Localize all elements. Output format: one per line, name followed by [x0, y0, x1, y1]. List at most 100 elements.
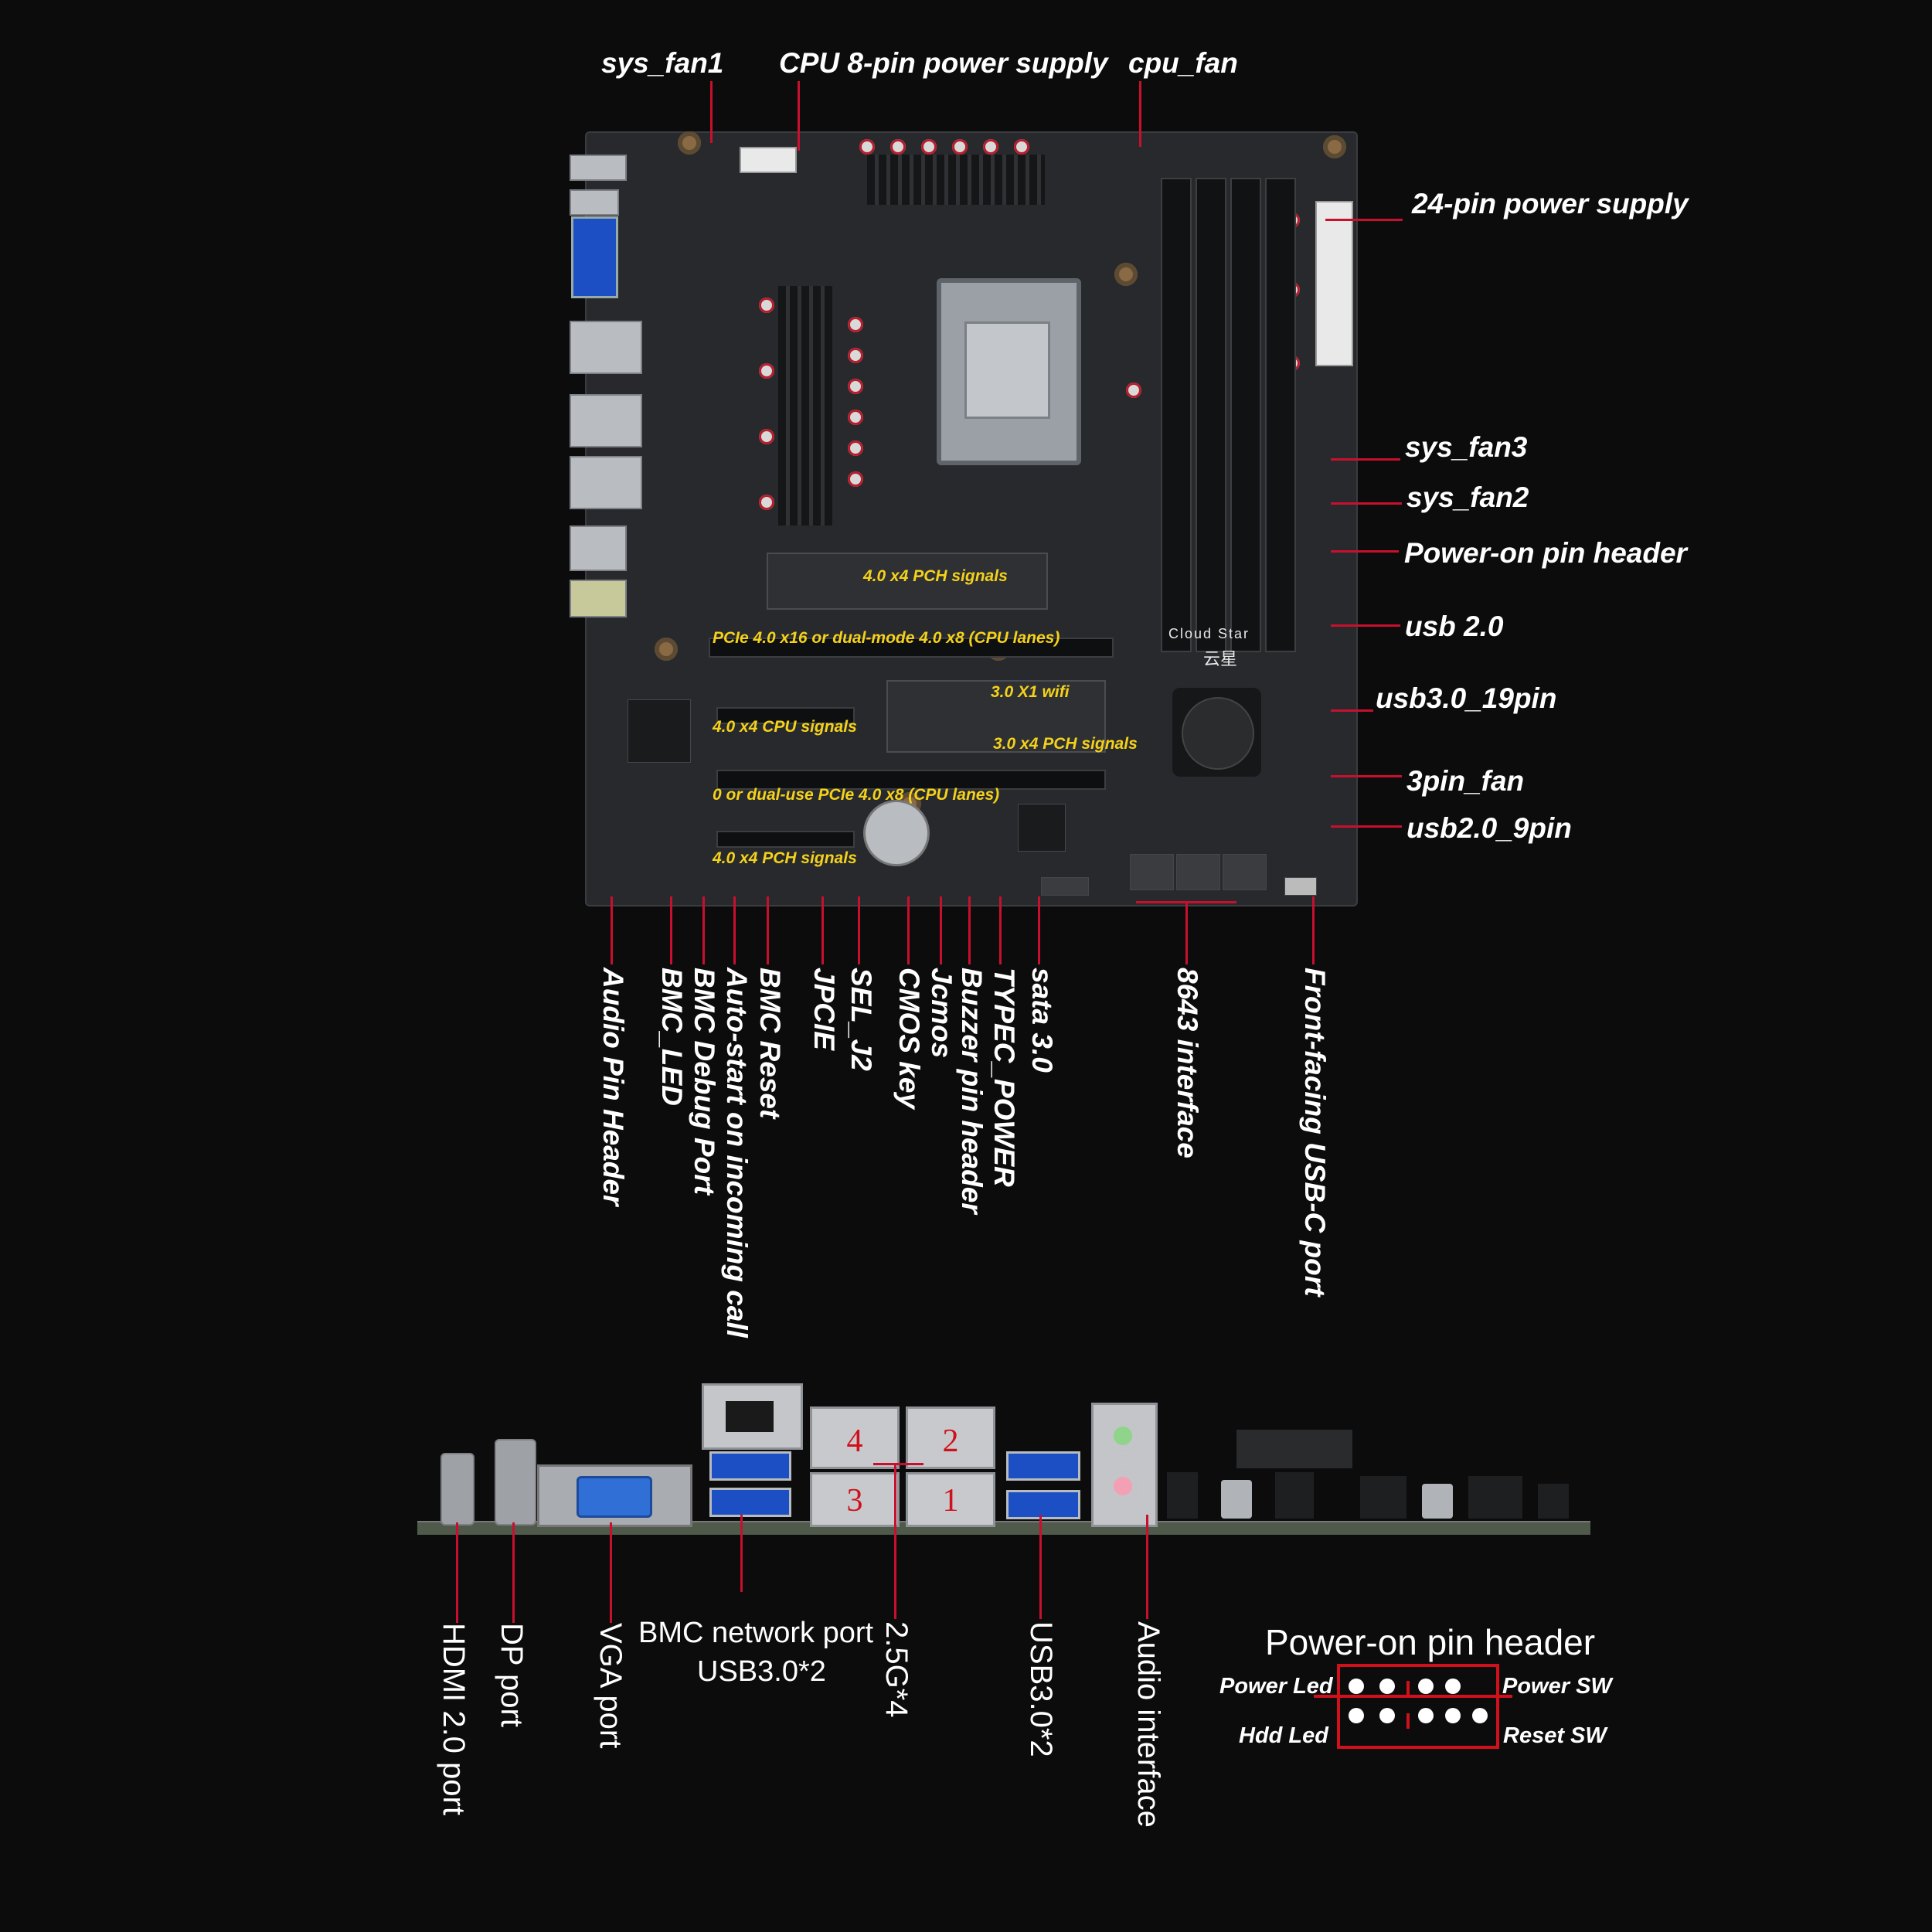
label-hdmi: HDMI 2.0 port	[437, 1623, 471, 1815]
lan-port-number: 2	[942, 1423, 959, 1459]
pin-dot	[1349, 1708, 1364, 1723]
pcie-x16-slot	[709, 638, 1114, 658]
lan-port-2[interactable]: 2	[906, 1406, 995, 1469]
leader-line	[1139, 81, 1141, 147]
label-hdd-led: Hdd Led	[1239, 1723, 1328, 1748]
lan-port-number: 3	[846, 1483, 863, 1519]
label-usb30-19pin: usb3.0_19pin	[1376, 682, 1557, 714]
8643-port	[1176, 854, 1220, 890]
annotation-pch-30-x4: 3.0 x4 PCH signals	[993, 735, 1138, 753]
usb30-port[interactable]	[709, 1488, 791, 1517]
label-usb30x2-right: USB3.0*2	[1024, 1621, 1058, 1757]
motherboard: 4.0 x4 PCH signals PCIe 4.0 x16 or dual-…	[570, 131, 1358, 906]
pin-separator	[1406, 1681, 1410, 1695]
pin-header-box	[1337, 1664, 1499, 1749]
io-port	[570, 321, 642, 374]
label-auto-start: Auto-start on incoming call	[721, 968, 753, 1338]
label-25g: 2.5G*4	[879, 1621, 913, 1718]
vga-connector	[571, 216, 618, 298]
leader-line	[512, 1522, 515, 1623]
label-dp: DP port	[495, 1623, 529, 1727]
pin-dot	[1418, 1708, 1434, 1723]
leader-line	[733, 896, 736, 964]
usb30-port[interactable]	[1006, 1451, 1080, 1481]
label-usb20-9pin: usb2.0_9pin	[1406, 812, 1572, 844]
annotation-pcie-x16: PCIe 4.0 x16 or dual-mode 4.0 x8 (CPU la…	[713, 629, 1060, 647]
pcie-x4-slot-cpu	[716, 707, 855, 724]
lan-port-number: 4	[846, 1423, 863, 1459]
brand-name: Cloud Star	[1168, 626, 1250, 641]
mounting-hole	[1114, 263, 1138, 286]
leader-line	[740, 1515, 743, 1592]
leader-line	[1038, 896, 1040, 964]
leader-line	[702, 896, 705, 964]
8643-port	[1130, 854, 1174, 890]
label-8643: 8643 interface	[1172, 968, 1203, 1158]
sata-port	[1041, 877, 1089, 896]
label-front-usbc: Front-facing USB-C port	[1299, 968, 1331, 1297]
label-sys-fan3: sys_fan3	[1405, 431, 1528, 463]
leader-line	[456, 1522, 458, 1623]
label-bmc-reset: BMC Reset	[754, 968, 786, 1119]
lan-port-3[interactable]: 3	[810, 1472, 900, 1527]
leader-line	[611, 896, 613, 964]
lan-port-4[interactable]: 4	[810, 1406, 900, 1469]
annotation-dual-use: 0 or dual-use PCIe 4.0 x8 (CPU lanes)	[713, 786, 1000, 804]
dimm-slot	[1230, 178, 1261, 652]
pcie-x8-slot	[716, 770, 1106, 790]
label-cpu-fan: cpu_fan	[1128, 47, 1238, 79]
leader-line	[1146, 1515, 1148, 1619]
pin-header-title: Power-on pin header	[1265, 1622, 1596, 1662]
leader-line	[907, 896, 910, 964]
label-sel-j2: SEL_J2	[845, 968, 877, 1071]
dimm-slot	[1196, 178, 1226, 652]
hdmi-port	[440, 1453, 474, 1526]
leader-line	[1312, 896, 1315, 964]
pin-separator	[1406, 1713, 1410, 1729]
usbc-front-port	[1284, 877, 1317, 896]
label-power-on-header: Power-on pin header	[1404, 537, 1687, 569]
leader-line	[999, 896, 1002, 964]
io-port	[570, 394, 642, 447]
label-sys-fan2: sys_fan2	[1406, 481, 1529, 513]
label-bmc-net: BMC network port	[638, 1617, 874, 1649]
io-port	[570, 155, 627, 181]
pin-dot	[1418, 1679, 1434, 1694]
io-port	[570, 189, 619, 216]
dp-port	[495, 1439, 536, 1526]
label-typec-power: TYPEC_POWER	[988, 968, 1020, 1187]
label-power-led: Power Led	[1219, 1674, 1333, 1699]
leader-line	[767, 896, 769, 964]
leader-line	[1331, 709, 1373, 712]
usb30-port[interactable]	[709, 1451, 791, 1481]
io-port	[570, 456, 642, 509]
leader-line	[1331, 624, 1400, 627]
label-usb30x2-left: USB3.0*2	[697, 1655, 826, 1688]
pin-dot	[1379, 1679, 1395, 1694]
label-jpcie: JPCIE	[808, 968, 840, 1050]
dimm-slot	[1161, 178, 1192, 652]
vrm-heatsink-left	[778, 286, 832, 526]
audio-jack	[570, 580, 627, 617]
leader-line	[798, 81, 800, 151]
label-jcmos: Jcmos	[926, 968, 957, 1059]
leader-line	[894, 1464, 896, 1619]
leader-line	[1331, 502, 1402, 505]
audio-jacks	[1091, 1403, 1158, 1527]
lan-port-1[interactable]: 1	[906, 1472, 995, 1527]
vga-port	[537, 1464, 692, 1527]
usb30-port[interactable]	[1006, 1490, 1080, 1519]
label-cmos-key: CMOS key	[893, 968, 925, 1110]
annotation-wifi: 3.0 X1 wifi	[991, 683, 1070, 701]
pin-dot	[1445, 1679, 1461, 1694]
m2-slot-top	[767, 553, 1048, 610]
label-atx24: 24-pin power supply	[1412, 188, 1689, 219]
leader-line	[1331, 775, 1402, 777]
leader-line	[873, 1463, 923, 1465]
pin-dot	[1379, 1708, 1395, 1723]
io-panel-pcb	[417, 1521, 1590, 1535]
mounting-hole	[678, 131, 701, 155]
leader-line	[710, 81, 713, 143]
bmc-network-port	[702, 1383, 803, 1450]
annotation-pch-x4-bottom: 4.0 x4 PCH signals	[713, 849, 857, 867]
